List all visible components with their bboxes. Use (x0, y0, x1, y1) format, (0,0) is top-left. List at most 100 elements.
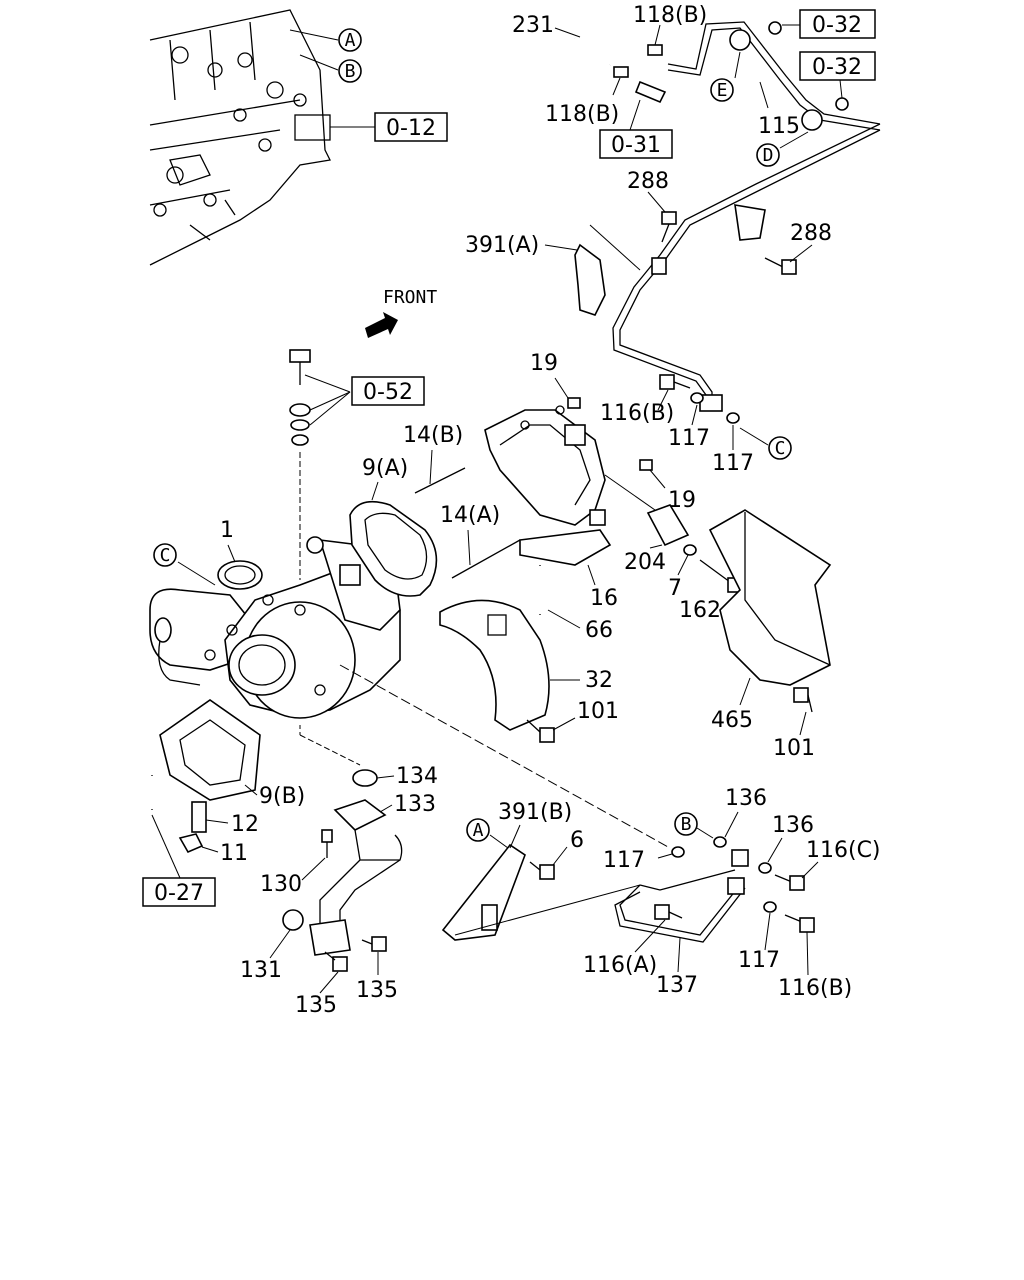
gasket-9a (349, 500, 438, 597)
ref-box-0-12[interactable]: 0-12 (374, 112, 448, 142)
circle-label-b-top: B (338, 59, 362, 83)
bracket-391b (441, 843, 526, 941)
connector-fitting (634, 80, 667, 104)
circle-label-c-left: C (153, 543, 177, 567)
oil-pipe-137 (619, 869, 741, 936)
svg-text:0-52: 0-52 (363, 380, 413, 405)
svg-text:0-32: 0-32 (812, 55, 862, 80)
label-11: 11 (220, 841, 248, 866)
label-391b: 391(B) (498, 800, 572, 825)
label-14b: 14(B) (403, 423, 463, 448)
label-116a: 116(A) (583, 953, 657, 978)
label-288-b: 288 (790, 221, 832, 246)
gasket-9b (159, 699, 261, 801)
engine-block-drawing (149, 9, 331, 266)
oil-feed-pipe (619, 129, 881, 405)
label-117-c: 117 (603, 848, 645, 873)
circle-label-a-bottom: A (466, 818, 490, 842)
ref-box-0-52[interactable]: 0-52 (351, 376, 425, 406)
label-101-a: 101 (577, 699, 619, 724)
ref-box-0-31[interactable]: 0-31 (599, 129, 673, 159)
label-1: 1 (220, 518, 234, 543)
label-115: 115 (758, 114, 800, 139)
stud-12 (191, 801, 207, 833)
label-16: 16 (590, 586, 618, 611)
label-136-a: 136 (725, 786, 767, 811)
label-117-d: 117 (738, 948, 780, 973)
label-9b: 9(B) (259, 784, 305, 809)
heat-shield-465 (708, 509, 832, 686)
label-117-a: 117 (668, 426, 710, 451)
label-391a: 391(A) (465, 233, 539, 258)
svg-text:0-12: 0-12 (386, 116, 436, 141)
label-32: 32 (585, 668, 613, 693)
label-137: 137 (656, 973, 698, 998)
svg-text:A: A (345, 30, 356, 51)
label-101-b: 101 (773, 736, 815, 761)
label-134: 134 (396, 764, 438, 789)
bracket-391a (574, 243, 606, 316)
o-ring-131 (282, 909, 304, 931)
label-14a: 14(A) (440, 503, 500, 528)
clamp-288-a (651, 257, 667, 275)
label-7: 7 (668, 576, 682, 601)
svg-text:D: D (763, 145, 774, 166)
clip-118b-top (647, 44, 663, 56)
spacer-204 (646, 504, 690, 547)
label-135-a: 135 (295, 993, 337, 1018)
clamp-e (729, 29, 751, 51)
flange-133 (333, 799, 387, 831)
banjo-bolt (289, 349, 311, 363)
svg-text:0-32: 0-32 (812, 13, 862, 38)
svg-text:0-27: 0-27 (154, 881, 204, 906)
label-116b-b: 116(B) (778, 976, 852, 1001)
front-arrow-icon (365, 312, 398, 338)
exhaust-outlet-housing (484, 405, 606, 526)
label-130: 130 (260, 872, 302, 897)
nut-11 (178, 833, 204, 854)
label-135-b: 135 (356, 978, 398, 1003)
svg-text:0-31: 0-31 (611, 133, 661, 158)
label-133: 133 (394, 792, 436, 817)
label-118b-top: 118(B) (633, 3, 707, 28)
heat-shield-32 (439, 599, 550, 731)
ref-box-0-32-top[interactable]: 0-32 (799, 9, 876, 39)
turbocharger-assembly (149, 536, 401, 719)
ref-box-0-32-mid[interactable]: 0-32 (799, 51, 876, 81)
label-116b-a: 116(B) (600, 401, 674, 426)
clamp-d (801, 109, 823, 131)
label-288-a: 288 (627, 169, 669, 194)
svg-text:B: B (345, 61, 356, 82)
label-12: 12 (231, 812, 259, 837)
circle-label-c-right: C (768, 436, 792, 460)
o-ring-134 (352, 769, 378, 787)
svg-text:B: B (681, 814, 692, 835)
bracket-288 (734, 204, 766, 241)
label-162: 162 (679, 598, 721, 623)
label-136-b: 136 (772, 813, 814, 838)
label-19-a: 19 (530, 351, 558, 376)
label-66: 66 (585, 618, 613, 643)
clip-118b-mid (613, 66, 629, 78)
front-label: FRONT (383, 287, 437, 308)
circle-label-b-bottom: B (674, 812, 698, 836)
label-116c: 116(C) (806, 838, 881, 863)
label-6: 6 (570, 828, 584, 853)
label-118b-mid: 118(B) (545, 102, 619, 127)
svg-text:C: C (775, 438, 786, 459)
svg-text:E: E (717, 80, 728, 101)
label-131: 131 (240, 958, 282, 983)
label-9a: 9(A) (362, 456, 408, 481)
circle-label-d: D (756, 143, 780, 167)
label-204: 204 (624, 550, 666, 575)
label-465: 465 (711, 708, 753, 733)
ref-box-0-27[interactable]: 0-27 (142, 877, 216, 907)
svg-text:A: A (473, 820, 484, 841)
svg-text:C: C (160, 545, 171, 566)
hose-231 (574, 34, 625, 69)
circle-label-a-top: A (338, 28, 362, 52)
bracket-16 (519, 529, 612, 566)
label-231: 231 (512, 13, 554, 38)
label-117-b: 117 (712, 451, 754, 476)
